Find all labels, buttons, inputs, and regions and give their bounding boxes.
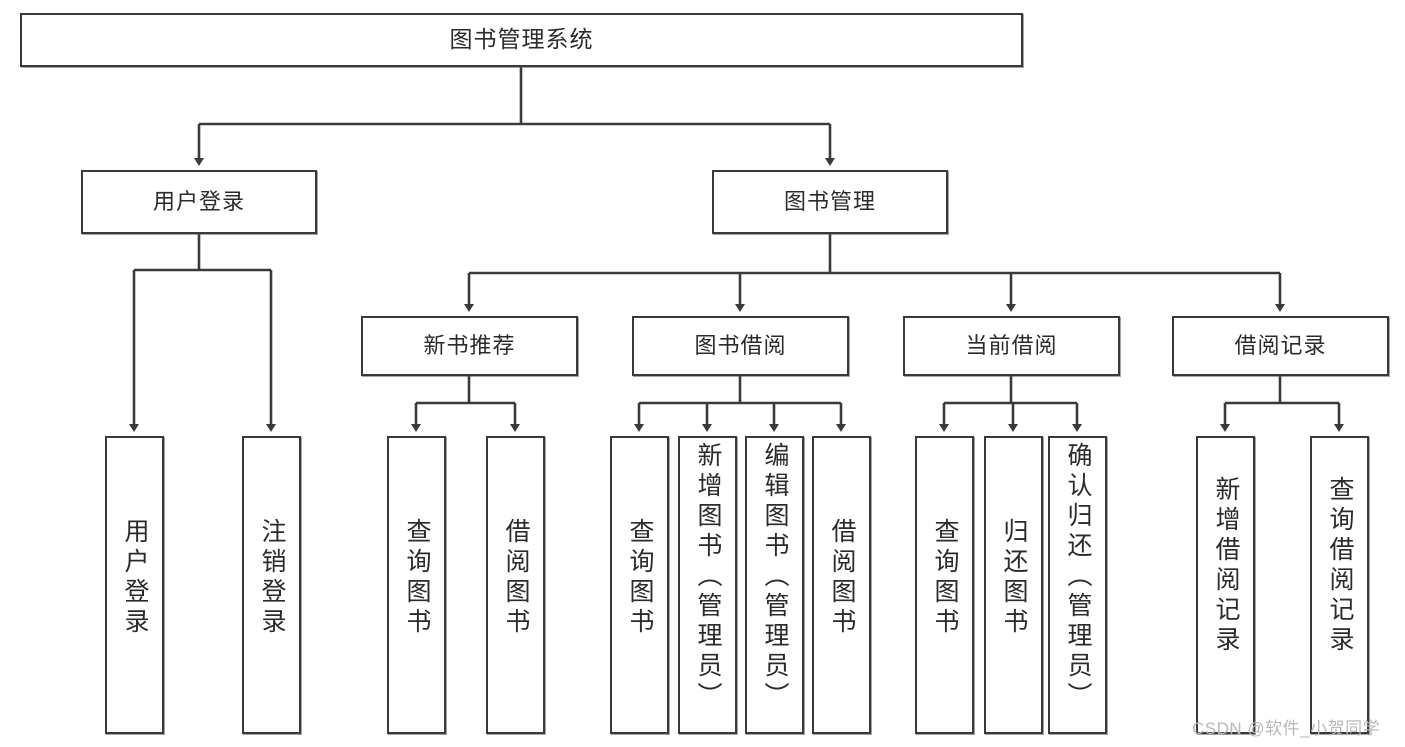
node-label: 归还图书	[1000, 518, 1028, 638]
leaf-borrow-book-recommend[interactable]: 借阅图书	[486, 436, 545, 734]
node-label: 查询图书	[403, 518, 431, 638]
node-label: 查询图书	[626, 518, 654, 638]
node-label: 查询图书	[931, 518, 959, 638]
leaf-query-book-borrow[interactable]: 查询图书	[610, 436, 669, 734]
leaf-add-book[interactable]: 新增图书（管理员）	[678, 436, 737, 734]
node-label: 借阅记录	[1234, 333, 1327, 359]
leaf-add-borrow-record[interactable]: 新增借阅记录	[1196, 436, 1255, 734]
node-label: 确认归还（管理员）	[1064, 442, 1092, 712]
node-current-borrow[interactable]: 当前借阅	[903, 316, 1120, 376]
node-label: 用户登录	[152, 189, 245, 215]
node-label: 图书管理	[783, 189, 876, 215]
node-root-system[interactable]: 图书管理系统	[20, 13, 1023, 67]
node-label: 注销登录	[258, 518, 286, 638]
node-borrow-record[interactable]: 借阅记录	[1172, 316, 1389, 376]
leaf-query-borrow-record[interactable]: 查询借阅记录	[1310, 436, 1369, 734]
node-user-login[interactable]: 用户登录	[81, 170, 317, 234]
leaf-logout-login[interactable]: 注销登录	[242, 436, 301, 734]
node-new-book-recommend[interactable]: 新书推荐	[361, 316, 578, 376]
node-label: 查询借阅记录	[1326, 476, 1354, 656]
node-label: 图书借阅	[694, 333, 787, 359]
node-label: 借阅图书	[828, 518, 856, 638]
leaf-query-book-recommend[interactable]: 查询图书	[387, 436, 446, 734]
node-label: 借阅图书	[502, 518, 530, 638]
leaf-borrow-book[interactable]: 借阅图书	[812, 436, 871, 734]
node-label: 编辑图书（管理员）	[761, 442, 789, 712]
leaf-query-book-current[interactable]: 查询图书	[915, 436, 974, 734]
node-label: 用户登录	[121, 518, 149, 638]
node-label: 当前借阅	[965, 333, 1058, 359]
leaf-edit-book[interactable]: 编辑图书（管理员）	[745, 436, 804, 734]
node-label: 新书推荐	[423, 333, 516, 359]
leaf-confirm-return[interactable]: 确认归还（管理员）	[1048, 436, 1107, 734]
leaf-return-book[interactable]: 归还图书	[984, 436, 1043, 734]
node-book-borrow[interactable]: 图书借阅	[632, 316, 849, 376]
leaf-user-login[interactable]: 用户登录	[105, 436, 164, 734]
node-label: 新增图书（管理员）	[694, 442, 722, 712]
node-book-manage[interactable]: 图书管理	[712, 170, 948, 234]
node-label: 图书管理系统	[449, 26, 594, 53]
node-label: 新增借阅记录	[1212, 476, 1240, 656]
